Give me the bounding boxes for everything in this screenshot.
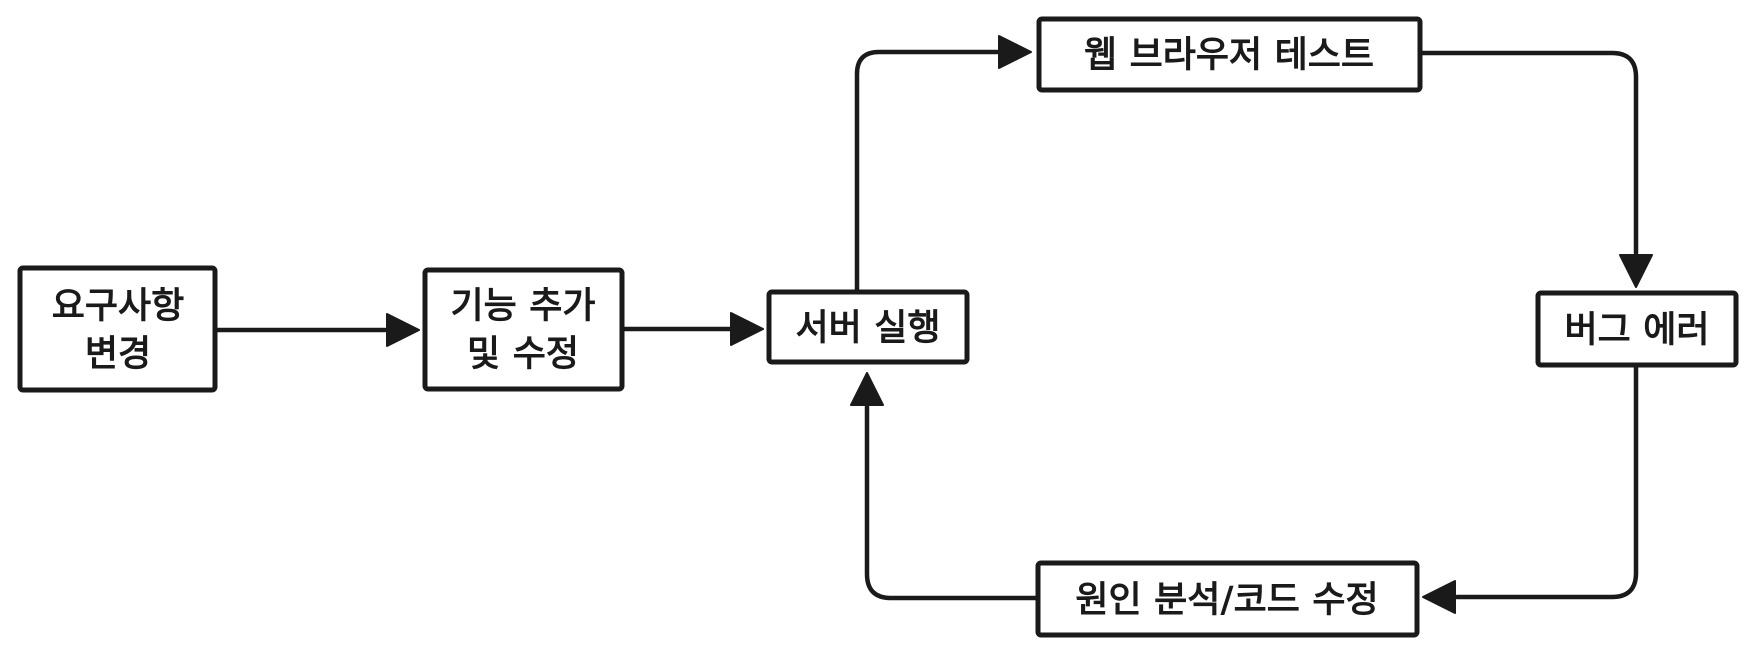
node-server-run-label: 서버 실행 <box>795 308 940 349</box>
edge-browsertest-to-bug-line <box>1417 50 1639 256</box>
node-feature-add-edit: 기능 추가 및 수정 <box>422 267 625 392</box>
arrowhead-browsertest-to-bug <box>1619 254 1653 288</box>
node-feature-add-edit-label-line2: 및 수정 <box>467 334 579 375</box>
node-web-browser-test-label: 웹 브라우저 테스트 <box>1084 35 1374 76</box>
edge-analysis-to-server-line <box>864 404 1041 601</box>
node-feature-add-edit-box <box>422 267 625 392</box>
node-bug-error-box <box>1535 290 1739 368</box>
edge-bug-to-analysis-line <box>1454 363 1639 600</box>
arrowhead-server-to-browsertest <box>998 35 1032 69</box>
node-requirements-change-label-line1: 요구사항 <box>52 286 184 327</box>
node-web-browser-test: 웹 브라우저 테스트 <box>1036 16 1423 93</box>
node-bug-error: 버그 에러 <box>1535 290 1739 368</box>
node-bug-error-label: 버그 에러 <box>1564 310 1709 351</box>
node-requirements-change-box <box>17 265 218 393</box>
node-requirements-change: 요구사항 변경 <box>17 265 218 393</box>
arrowhead-bug-to-analysis <box>1422 580 1456 614</box>
arrowhead-analysis-to-server <box>850 372 884 406</box>
arrowhead-feature-to-server <box>730 312 764 346</box>
node-cause-analysis-code-fix: 원인 분석/코드 수정 <box>1035 560 1420 638</box>
node-feature-add-edit-label-line1: 기능 추가 <box>450 286 595 327</box>
node-cause-analysis-code-fix-box <box>1035 560 1420 638</box>
node-server-run-box <box>766 289 970 365</box>
node-requirements-change-label-line2: 변경 <box>85 334 151 375</box>
edge-server-to-browsertest-line <box>854 49 1000 293</box>
node-cause-analysis-code-fix-label: 원인 분석/코드 수정 <box>1075 580 1378 621</box>
node-server-run: 서버 실행 <box>766 289 970 365</box>
node-web-browser-test-box <box>1036 16 1423 93</box>
arrowhead-requirements-to-feature <box>386 313 420 347</box>
